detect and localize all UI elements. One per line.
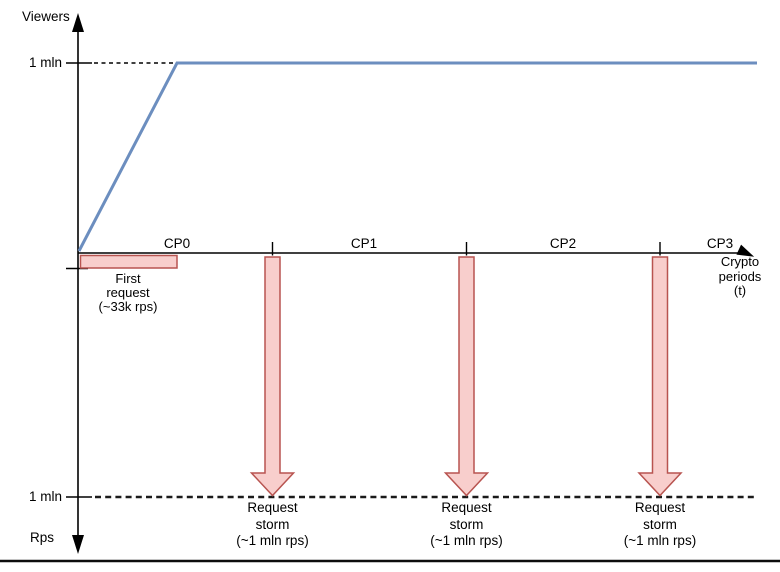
rps-1mln-label: 1 mln	[28, 489, 62, 504]
request-storm-label-3: Request storm (~1 mln rps)	[623, 500, 697, 548]
first-request-bar	[79, 254, 178, 269]
request-storm-arrow-3	[637, 256, 683, 497]
time-axis-cp1-label: CP1	[350, 236, 378, 251]
first-request-label: First request (~33k rps)	[98, 271, 158, 314]
time-axis-cp0-label: CP0	[163, 236, 191, 251]
time-axis-cp3-label: CP3	[706, 236, 734, 251]
viewers-axis-label: Viewers	[22, 9, 70, 24]
request-storm-arrow-2	[443, 256, 490, 497]
viewers-1mln-label: 1 mln	[28, 55, 62, 70]
request-storm-label-2: Request storm (~1 mln rps)	[430, 500, 503, 548]
request-storm-label-1: Request storm (~1 mln rps)	[236, 500, 309, 548]
time-axis-cp2-label: CP2	[549, 236, 577, 251]
rps-axis-label: Rps	[30, 530, 55, 545]
rps-axis-arrowhead-icon	[72, 535, 84, 554]
viewers-curve	[77, 61, 757, 252]
time-axis-caption: Crypto periods (t)	[718, 254, 762, 298]
request-storm-arrow-1	[249, 256, 296, 497]
viewers-axis-arrowhead-icon	[72, 13, 84, 32]
time-axis-arrowhead-icon	[736, 244, 755, 257]
